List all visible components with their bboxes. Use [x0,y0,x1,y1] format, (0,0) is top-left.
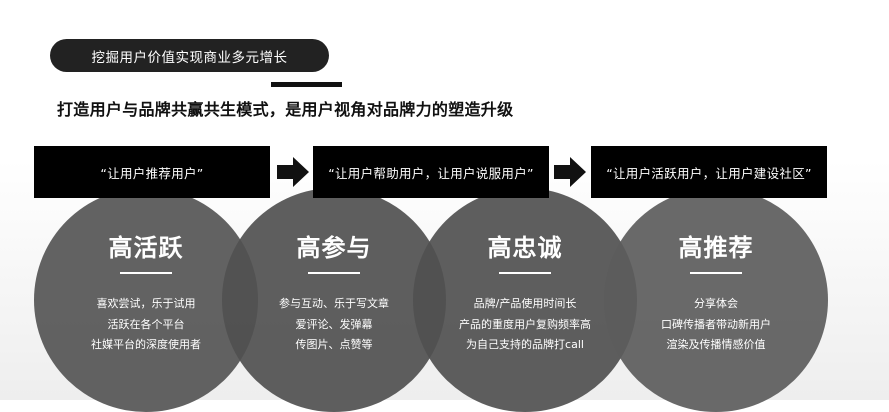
stage-description: 分享体会 口碑传播者带动新用户 渲染及传播情感价值 [604,294,828,356]
stage-description: 喜欢尝试，乐于试用 活跃在各个平台 社媒平台的深度使用者 [34,294,258,356]
stage-line: 品牌/产品使用时间长 [473,297,577,310]
quote-box: “让用户活跃用户，让用户建设社区” [591,146,827,198]
stage-title: 高忠诚 [487,234,563,262]
stage-line: 参与互动、乐于写文章 [279,297,389,310]
quote-box: “让用户推荐用户” [34,146,270,198]
stage-circle-active [34,188,258,412]
quote-box: “让用户帮助用户，让用户说服用户” [313,146,549,198]
stage-line: 为自己支持的品牌打call [466,338,584,351]
header-pill: 挖掘用户价值实现商业多元增长 [50,39,329,72]
stage-divider [308,272,360,274]
stage-circle-participation [222,188,446,412]
quote-text: “让用户帮助用户，让用户说服用户” [328,165,534,181]
stage-line: 渲染及传播情感价值 [666,338,766,351]
stage-divider [499,272,551,274]
stage-line: 活跃在各个平台 [107,317,185,331]
stage-line: 产品的重度用户复购频率高 [459,317,591,331]
stage-description: 参与互动、乐于写文章 爱评论、发弹幕 传图片、点赞等 [222,294,446,356]
quote-text: “让用户推荐用户” [100,165,204,181]
right-arrow-icon [554,157,586,187]
stage-title: 高参与 [296,234,372,262]
header-pill-text: 挖掘用户价值实现商业多元增长 [91,49,288,66]
right-arrow-icon [277,157,309,187]
stage-title: 高推荐 [678,234,754,262]
stage-circle-loyalty [413,188,637,412]
stage-description: 品牌/产品使用时间长 产品的重度用户复购频率高 为自己支持的品牌打call [413,294,637,356]
stage-line: 爱评论、发弹幕 [295,317,373,331]
stage-line: 喜欢尝试，乐于试用 [96,297,196,310]
stage-divider [120,272,172,274]
page-subtitle: 打造用户与品牌共赢共生模式，是用户视角对品牌力的塑造升级 [57,100,514,119]
accent-bar [271,82,342,87]
stage-line: 分享体会 [694,297,738,310]
stage-line: 社媒平台的深度使用者 [91,338,201,351]
stage-circle-recommend [604,188,828,412]
stage-line: 口碑传播者带动新用户 [661,317,771,331]
stage-title: 高活跃 [108,234,184,262]
quote-text: “让用户活跃用户，让用户建设社区” [606,165,812,181]
stage-line: 传图片、点赞等 [295,338,373,351]
stage-divider [690,272,742,274]
